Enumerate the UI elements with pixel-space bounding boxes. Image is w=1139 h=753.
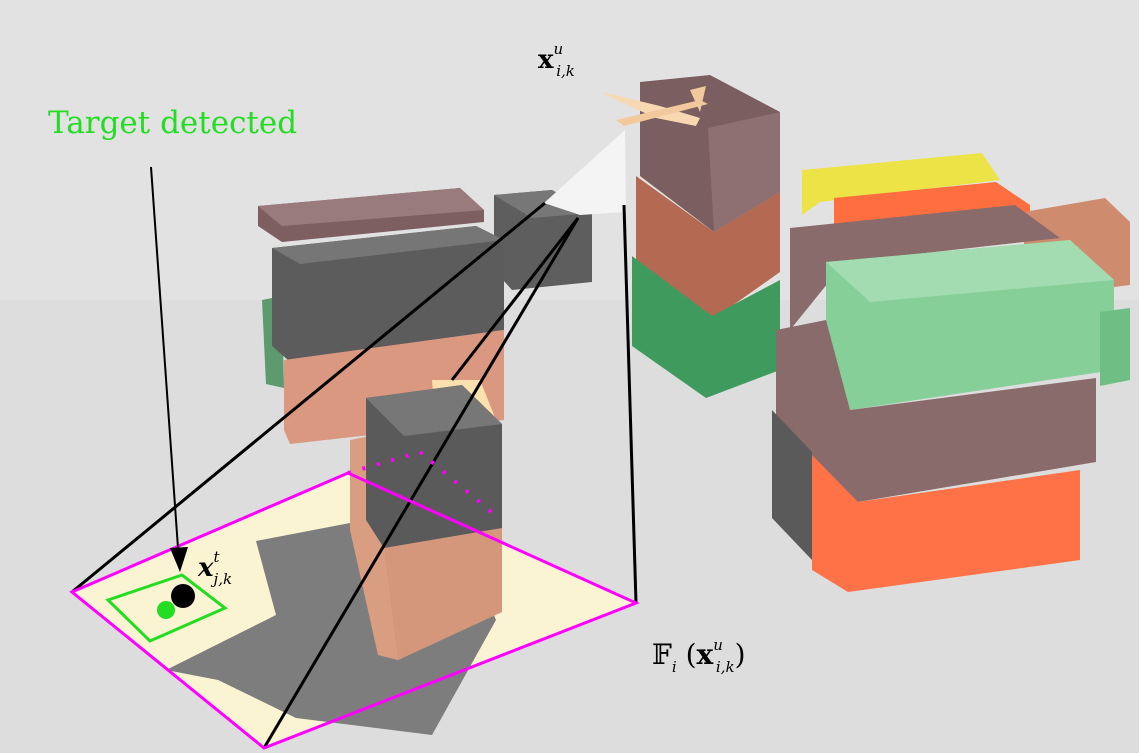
fov-arg-sup: u xyxy=(713,636,723,654)
uav-state-sub: i,k xyxy=(556,62,575,80)
target-detected-label: Target detected xyxy=(48,105,298,141)
target-true-point xyxy=(171,584,195,608)
fov-close-paren: ) xyxy=(734,638,746,671)
fov-set-sub: i xyxy=(671,658,677,676)
container-yellow-right xyxy=(802,153,1000,215)
target-bounding-box xyxy=(105,573,228,643)
field-of-view-label: 𝔽i (xu i,k) xyxy=(652,638,746,675)
container-mint-right xyxy=(826,240,1130,410)
container-dark-gray-right-bottom xyxy=(772,410,812,560)
uav-state-symbol: x xyxy=(538,45,554,75)
container-salmon-far-right xyxy=(1024,198,1130,290)
uav-state-label: xu i,k xyxy=(538,42,575,79)
container-orange-right-bottom xyxy=(812,455,1080,592)
container-brown-stack-mid xyxy=(636,176,780,320)
container-dark-gray-center xyxy=(366,385,502,548)
container-green-stack-bottom xyxy=(632,256,780,398)
target-state-label: xt j,k xyxy=(198,550,232,587)
fov-set-symbol: 𝔽 xyxy=(652,638,672,671)
target-state-sup: t xyxy=(213,548,220,566)
container-dark-gray-left xyxy=(272,226,504,360)
target-state-symbol: x xyxy=(198,553,214,583)
camera-frustum xyxy=(544,130,626,215)
fov-arg-sub: i,k xyxy=(715,658,735,676)
target-estimate-point xyxy=(157,601,175,619)
uav-state-sup: u xyxy=(553,40,564,58)
uav-glider xyxy=(602,86,708,126)
container-maroon-right-mid xyxy=(776,320,1096,502)
target-arrow xyxy=(150,166,188,572)
view-rays xyxy=(71,201,638,749)
target-state-sub: j,k xyxy=(213,570,233,588)
container-maroon-left-top xyxy=(258,188,484,242)
footprint-hidden-edge xyxy=(347,449,497,517)
footprint-outline xyxy=(69,471,640,750)
fov-open-paren: ( xyxy=(676,638,697,671)
container-maroon-right-top xyxy=(790,205,1060,330)
fov-arg-symbol: x xyxy=(696,638,714,671)
